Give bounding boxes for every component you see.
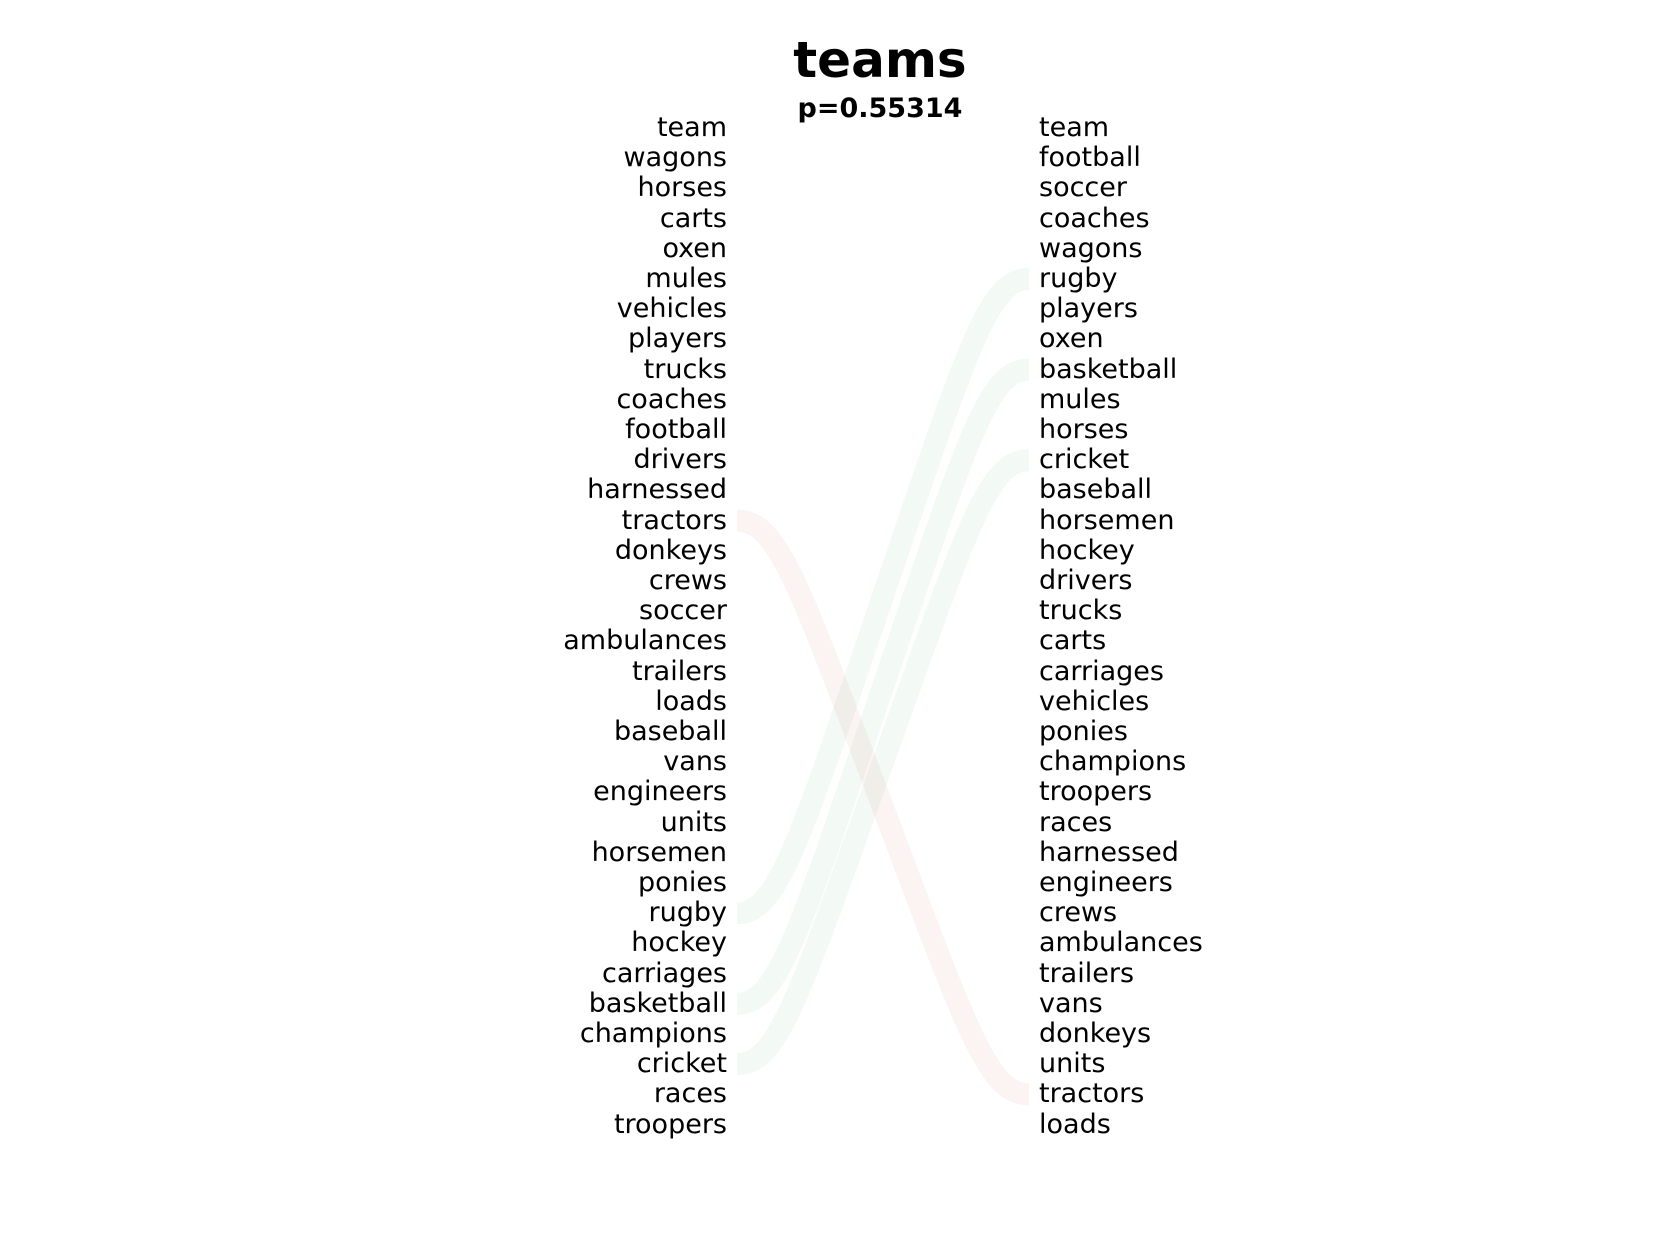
left-word-ponies: ponies bbox=[638, 867, 727, 898]
right-word-rugby: rugby bbox=[1039, 263, 1118, 294]
right-word-soccer: soccer bbox=[1039, 172, 1127, 204]
right-word-coaches: coaches bbox=[1039, 202, 1150, 234]
left-word-drivers: drivers bbox=[633, 444, 728, 476]
right-word-vehicles: vehicles bbox=[1039, 685, 1150, 717]
right-word-oxen: oxen bbox=[1039, 323, 1104, 355]
left-word-ambulances: ambulances bbox=[563, 625, 727, 657]
right-word-team: team bbox=[1039, 112, 1110, 143]
right-word-trailers: trailers bbox=[1039, 957, 1135, 989]
right-word-champions: champions bbox=[1039, 746, 1187, 778]
left-word-troopers: troopers bbox=[613, 1108, 727, 1140]
left-word-champions: champions bbox=[579, 1018, 727, 1049]
right-word-carts: carts bbox=[1039, 625, 1107, 657]
right-word-tractors: tractors bbox=[1039, 1078, 1145, 1110]
right-word-drivers: drivers bbox=[1039, 565, 1133, 596]
left-word-cricket: cricket bbox=[636, 1048, 727, 1080]
left-word-coaches: coaches bbox=[616, 383, 727, 415]
left-word-team: team bbox=[656, 112, 727, 143]
right-word-horses: horses bbox=[1039, 414, 1129, 445]
left-word-crews: crews bbox=[648, 565, 727, 596]
right-word-cricket: cricket bbox=[1039, 444, 1130, 476]
right-word-mules: mules bbox=[1039, 383, 1121, 415]
left-word-trailers: trailers bbox=[631, 655, 727, 687]
link-rugby bbox=[736, 268, 1030, 925]
left-word-football: football bbox=[625, 414, 727, 445]
right-word-harnessed: harnessed bbox=[1039, 836, 1179, 868]
link-tractors bbox=[736, 509, 1030, 1106]
right-word-donkeys: donkeys bbox=[1039, 1018, 1152, 1049]
left-word-soccer: soccer bbox=[639, 595, 727, 627]
left-word-rugby: rugby bbox=[648, 897, 727, 929]
right-word-loads: loads bbox=[1039, 1108, 1111, 1140]
link-basketball bbox=[736, 358, 1030, 1015]
link-cricket bbox=[736, 449, 1030, 1076]
left-word-wagons: wagons bbox=[623, 142, 727, 174]
left-word-vehicles: vehicles bbox=[616, 293, 727, 325]
diagram-title: teams bbox=[793, 31, 967, 89]
left-word-oxen: oxen bbox=[662, 232, 727, 264]
left-word-basketball: basketball bbox=[588, 987, 727, 1019]
p-value-label: p=0.55314 bbox=[797, 93, 963, 124]
left-word-units: units bbox=[660, 806, 727, 838]
right-word-ponies: ponies bbox=[1039, 716, 1128, 747]
left-word-carriages: carriages bbox=[602, 957, 727, 989]
left-word-vans: vans bbox=[663, 746, 727, 778]
right-word-units: units bbox=[1039, 1048, 1106, 1080]
left-word-players: players bbox=[628, 323, 727, 355]
left-word-mules: mules bbox=[645, 263, 727, 294]
left-word-harnessed: harnessed bbox=[587, 474, 727, 506]
right-word-carriages: carriages bbox=[1039, 655, 1164, 687]
right-word-baseball: baseball bbox=[1039, 474, 1153, 506]
left-word-trucks: trucks bbox=[643, 353, 727, 385]
right-word-engineers: engineers bbox=[1039, 867, 1173, 898]
left-word-loads: loads bbox=[655, 685, 727, 717]
left-word-carts: carts bbox=[659, 202, 727, 234]
right-word-vans: vans bbox=[1039, 987, 1103, 1019]
right-word-basketball: basketball bbox=[1039, 353, 1178, 385]
left-word-horsemen: horsemen bbox=[591, 836, 727, 868]
left-word-donkeys: donkeys bbox=[614, 534, 727, 566]
right-word-hockey: hockey bbox=[1039, 534, 1135, 566]
right-word-wagons: wagons bbox=[1039, 232, 1143, 264]
right-word-races: races bbox=[1039, 806, 1113, 838]
left-word-horses: horses bbox=[637, 172, 727, 204]
right-word-football: football bbox=[1039, 142, 1141, 174]
right-word-players: players bbox=[1039, 293, 1138, 325]
right-word-trucks: trucks bbox=[1039, 595, 1123, 627]
right-word-troopers: troopers bbox=[1039, 776, 1153, 808]
left-word-races: races bbox=[653, 1078, 727, 1110]
left-word-hockey: hockey bbox=[631, 927, 727, 959]
right-word-crews: crews bbox=[1039, 897, 1118, 929]
left-word-engineers: engineers bbox=[593, 776, 727, 808]
right-word-ambulances: ambulances bbox=[1039, 927, 1203, 959]
left-word-tractors: tractors bbox=[621, 504, 727, 536]
left-word-baseball: baseball bbox=[613, 716, 727, 747]
right-word-horsemen: horsemen bbox=[1039, 504, 1175, 536]
